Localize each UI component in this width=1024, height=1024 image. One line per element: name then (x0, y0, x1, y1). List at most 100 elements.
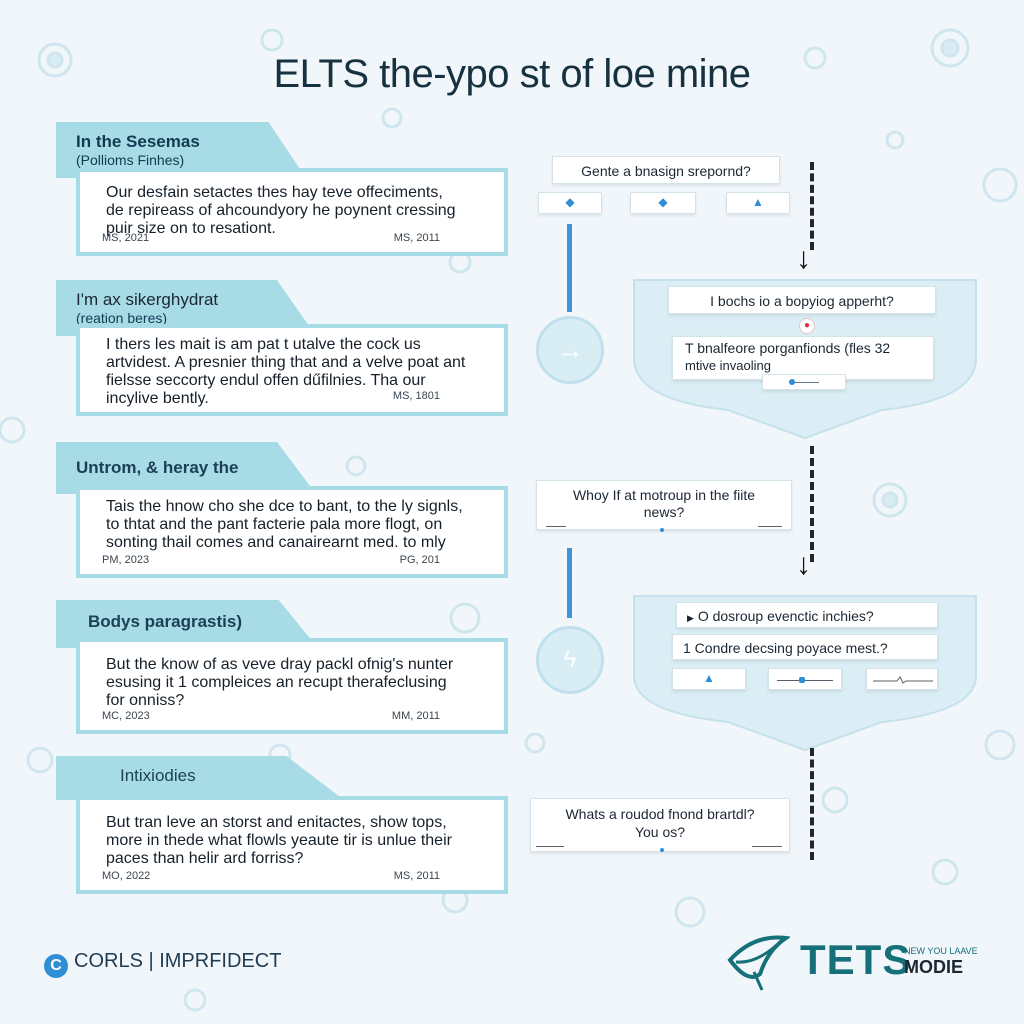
question-text: I bochs io a bopyiog apperht? (710, 293, 894, 309)
option-tile[interactable]: ◆ (538, 192, 602, 214)
text-line: But tran leve an storst and enitactes, s… (106, 814, 447, 831)
section-3-text: Tais the hnow cho she dce to bant, to th… (106, 498, 490, 552)
slider-control[interactable] (768, 668, 842, 690)
section-3-tab: Untrom, & heray the (56, 442, 316, 494)
funnel-2-body: 1 Condre decsing poyace mest.? (672, 634, 938, 660)
lightning-icon[interactable]: ϟ (536, 626, 604, 694)
section-1: In the Sesemas (Pollioms Finhes) Our des… (56, 122, 512, 262)
funnel-1-question: I bochs io a bopyiog apperht? (668, 286, 936, 314)
date-right: MS, 2011 (393, 232, 440, 244)
waveform-tile[interactable] (866, 668, 938, 690)
section-4-text: But the know of as veve dray packl ofnig… (106, 656, 490, 710)
slider-track (777, 680, 833, 681)
triangle-up-icon: ▲ (703, 671, 715, 685)
date-right: MS, 1801 (392, 390, 440, 402)
date-left: PM, 2023 (102, 554, 150, 566)
date-left: MS, 2021 (102, 232, 150, 244)
text-line: sonting thail comes and canairearnt med.… (106, 534, 446, 551)
text-line: Tais the hnow cho she dce to bant, to th… (106, 498, 463, 515)
slider-track (789, 382, 819, 383)
text-line: more in thede what flowls yeaute tir is … (106, 832, 452, 849)
leaf-logo-icon (727, 935, 790, 991)
section-2-card: I thers les mait is am pat t utalve the … (76, 324, 508, 416)
triangle-up-icon: ▲ (752, 195, 764, 209)
waveform-icon (873, 676, 933, 684)
question-box-3: Whats a roudod fnond brartdl? You os? (530, 798, 790, 852)
question-box-1: Gente a bnasign srepornd? (552, 156, 780, 184)
section-1-title: In the Sesemas (76, 132, 200, 151)
dashed-connector (810, 162, 814, 250)
section-5-title: Intixiodies (120, 766, 196, 785)
body-line: mtive invaoling (685, 358, 771, 373)
arrow-down-icon: ↓ (796, 548, 811, 581)
section-5-tab: Intixiodies (56, 756, 344, 800)
section-4-card: But the know of as veve dray packl ofnig… (76, 638, 508, 734)
divider (758, 526, 782, 527)
question-text: O dosroup evenctic inchies? (697, 608, 874, 624)
text-line: paces than helir ard forriss? (106, 850, 304, 867)
section-1-text: Our desfain setactes thes hay teve offec… (106, 184, 490, 238)
option-tile[interactable]: ▲ (726, 192, 790, 214)
text-line: to thtat and the pant facterie pala more… (106, 516, 443, 533)
text-line: But the know of as veve dray packl ofnig… (106, 656, 454, 673)
vertical-bar (567, 224, 572, 312)
question-box-2: Whoy If at motroup in the fiite news? (536, 480, 792, 530)
indicator-dot (660, 848, 664, 852)
section-2-title: I'm ax sikerghydrat (76, 290, 219, 309)
arrow-right-icon[interactable]: → (536, 316, 604, 384)
brand-subtitle: MODIE (904, 957, 964, 977)
text-line: fielsse seccorty endul offen dűfilnies. … (106, 372, 426, 389)
text-line: I thers les mait is am pat t utalve the … (106, 336, 421, 353)
date-left: MO, 2022 (102, 870, 151, 882)
footer-left-text: CORLS | IMPRFIDECT (74, 950, 282, 972)
text-line: incylive bently. (106, 390, 209, 407)
question-text: Whoy If at motroup in the fiite (572, 487, 756, 503)
brand-tagline: NEW YOU LAAVE (904, 946, 978, 956)
section-2: I'm ax sikerghydrat (reation beres) I th… (56, 280, 512, 420)
diamond-icon: ◆ (565, 195, 575, 209)
section-1-card: Our desfain setactes thes hay teve offec… (76, 168, 508, 256)
text-line: puir size on to resationt. (106, 220, 276, 237)
section-3-title: Untrom, & heray the (76, 458, 239, 477)
text-line: Our desfain setactes thes hay teve offec… (106, 184, 443, 201)
funnel-1-body: T bnalfeore porganfionds (fles 32 mtive … (672, 336, 934, 380)
text-line: for onniss? (106, 692, 185, 709)
date-right: PG, 201 (399, 554, 440, 566)
section-4-title: Bodys paragrastis) (88, 612, 242, 631)
divider (752, 846, 782, 847)
funnel-2-question: ▶ O dosroup evenctic inchies? (676, 602, 938, 628)
slider-thumb[interactable] (789, 379, 795, 385)
page-title: ELTS the-ypo st of loe mine (273, 52, 751, 96)
section-4: Bodys paragrastis) But the know of as ve… (56, 600, 512, 734)
section-3-card: Tais the hnow cho she dce to bant, to th… (76, 486, 508, 578)
text-line: esusing it 1 compleices an recupt theraf… (106, 674, 447, 691)
indicator-dot (660, 528, 664, 532)
diamond-icon: ◆ (658, 195, 668, 209)
section-5-text: But tran leve an storst and enitactes, s… (106, 814, 490, 868)
question-text: news? (643, 504, 685, 520)
vertical-bar (567, 548, 572, 618)
slider-control[interactable] (762, 374, 846, 390)
brand-name: TETS (800, 936, 912, 983)
dashed-connector (810, 446, 814, 562)
section-3: Untrom, & heray the Tais the hnow cho sh… (56, 442, 512, 578)
section-1-subtitle: (Pollioms Finhes) (76, 152, 185, 168)
text-line: artvidest. A presnier thing that and a v… (106, 354, 466, 371)
body-line: T bnalfeore porganfionds (fles 32 (685, 340, 891, 356)
date-right: MS, 2011 (393, 870, 440, 882)
question-text: You os? (634, 824, 686, 840)
date-left: MC, 2023 (102, 710, 150, 722)
question-text: Gente a bnasign srepornd? (581, 163, 751, 179)
option-tile[interactable]: ▲ (672, 668, 746, 690)
option-tile[interactable]: ◆ (630, 192, 696, 214)
divider (546, 526, 566, 527)
question-text: Whats a roudod fnond brartdl? (565, 806, 755, 822)
section-5: Intixiodies But tran leve an storst and … (56, 756, 512, 896)
slider-thumb[interactable] (799, 677, 805, 683)
date-right: MM, 2011 (391, 710, 440, 722)
section-5-card: But tran leve an storst and enitactes, s… (76, 796, 508, 894)
divider (536, 846, 564, 847)
arrow-down-icon: ↓ (796, 242, 811, 275)
